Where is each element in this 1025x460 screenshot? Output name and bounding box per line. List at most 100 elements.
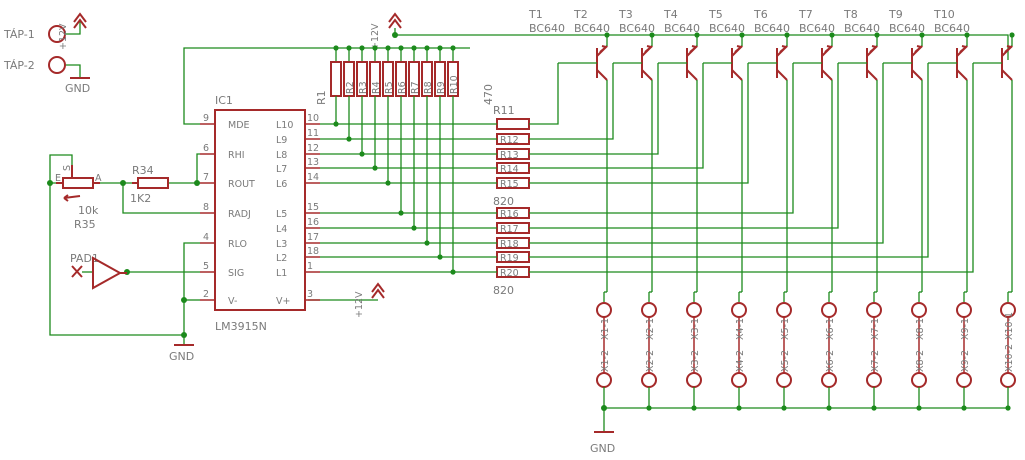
transistor-ref: T3: [618, 8, 633, 21]
power-12v-resistors: +12V: [370, 12, 402, 50]
base-value-bottom: 820: [493, 284, 514, 297]
pullup-ref: R3: [358, 81, 369, 94]
pullup-resistor: [330, 61, 342, 97]
ic-pin-num: 16: [307, 217, 319, 228]
svg-text:R35: R35: [74, 218, 96, 231]
base-resistor-ref: R16: [500, 209, 519, 220]
ic-pin-num: 11: [307, 128, 319, 139]
ic-pin-name: L10: [276, 120, 293, 131]
ic-lm3915: IC1 LM3915N 9MDE6RHI7ROUT8RADJ4RLO5SIG2V…: [200, 94, 320, 333]
ic-pin-num: 17: [307, 232, 319, 243]
tap2-label: TÁP-2: [3, 59, 35, 72]
ic-pin-name: RADJ: [228, 209, 251, 220]
base-resistor-ref: R13: [500, 150, 519, 161]
output-label-b: X4-2: [735, 350, 746, 372]
ic-pin-num: 2: [203, 289, 209, 300]
ic-pin-name: RHI: [228, 150, 245, 161]
gnd-symbol-ic: GND: [169, 344, 194, 363]
output-connector: X2-2 X2-1: [641, 80, 657, 411]
base-resistor-ref: R20: [500, 268, 519, 279]
ic-pin-num: 18: [307, 246, 319, 257]
output-label-b: X9-2: [960, 350, 971, 372]
ic-pin-name: L8: [276, 150, 287, 161]
ic-pin-name: RLO: [228, 239, 247, 250]
output-label-b: X2-2: [645, 350, 656, 372]
transistor-part: BC640: [889, 22, 925, 35]
ic-pin-name: V-: [228, 296, 237, 307]
ic-pin-num: 14: [307, 172, 319, 183]
svg-text:1K2: 1K2: [130, 192, 151, 205]
connector-tap1: TÁP-1: [3, 25, 66, 43]
ic-pin-name: L3: [276, 239, 287, 250]
output-connector: X1-2X1-1: [596, 80, 612, 411]
transistor-part: BC640: [664, 22, 700, 35]
base-resistor-ref: R12: [500, 135, 519, 146]
ic-pin-name: ROUT: [228, 179, 255, 190]
output-connector: X8-2X8-1: [911, 80, 927, 411]
base-ref-first: R11: [493, 104, 515, 117]
transistor-part: BC640: [844, 22, 880, 35]
output-connector: X5-2X5-1: [776, 80, 792, 411]
base-resistor: [496, 118, 530, 130]
ic-pin-name: L9: [276, 135, 287, 146]
ic-pin-name: L6: [276, 179, 287, 190]
ic-pin-name: L2: [276, 253, 287, 264]
pullup-ref: R5: [384, 81, 395, 94]
base-resistor-ref: R14: [500, 164, 519, 175]
ic-pin-name: V+: [276, 296, 290, 307]
pullup-ref: R10: [449, 75, 460, 94]
output-connector: X6-2X6-1: [821, 80, 837, 411]
pullup-ref: R7: [410, 81, 421, 94]
output-label-a: X7-1: [870, 318, 881, 340]
svg-text:GND: GND: [590, 442, 615, 455]
base-resistor-ref: R15: [500, 179, 519, 190]
transistor-ref: T5: [708, 8, 723, 21]
base-value-top: 820: [493, 195, 514, 208]
ic-ref: IC1: [215, 94, 233, 107]
output-label-a: X10-1: [1004, 312, 1015, 340]
junction-12v-rail: [392, 32, 398, 38]
svg-text:+12V: +12V: [58, 23, 69, 50]
transistor-ref: T10: [933, 8, 955, 21]
svg-text:10k: 10k: [78, 204, 99, 217]
ic-pin-num: 1: [307, 261, 313, 272]
ic-pin-name: L4: [276, 224, 287, 235]
potentiometer-r35: S E A 10k R35: [55, 165, 102, 231]
resistor-r34: R34 1K2: [130, 164, 169, 205]
pullup-ref: R6: [397, 81, 408, 94]
transistor-part: BC640: [529, 22, 565, 35]
svg-text:GND: GND: [169, 350, 194, 363]
output-connector: X7-2 X7-1: [866, 80, 882, 411]
pullup-ref: R2: [345, 81, 356, 94]
svg-text:+12V: +12V: [354, 291, 365, 318]
output-label-b: X5-2: [780, 350, 791, 372]
transistor-part: BC640: [799, 22, 835, 35]
ic-pin-name: L7: [276, 164, 287, 175]
power-12v-ic: +12V: [354, 282, 385, 318]
transistor-part: BC640: [754, 22, 790, 35]
ic-pin-num: 4: [203, 232, 209, 243]
output-label-a: X2-1: [645, 318, 656, 340]
svg-text:PAD1: PAD1: [70, 252, 99, 265]
tap1-label: TÁP-1: [3, 28, 35, 41]
outputs: X1-2X1-1X2-2X2-1X3-2X3-1X4-2X4-1X5-2X5-1…: [596, 80, 1016, 411]
transistors: T1BC640T2BC640T3BC640T4BC640T5BC640T6BC6…: [528, 8, 1015, 273]
output-label-b: X7-2: [870, 350, 881, 372]
ic-pin-num: 5: [203, 261, 209, 272]
ic-pin-num: 3: [307, 289, 313, 300]
transistor-ref: T7: [798, 8, 813, 21]
pad1: PAD1: [70, 252, 99, 278]
output-label-a: X9-1: [960, 318, 971, 340]
output-label-a: X4-1: [735, 318, 746, 340]
transistor-ref: T2: [573, 8, 588, 21]
transistor-ref: T4: [663, 8, 678, 21]
transistor-part: BC640: [709, 22, 745, 35]
ic-pin-num: 7: [203, 172, 209, 183]
ic-pin-num: 8: [203, 202, 209, 213]
